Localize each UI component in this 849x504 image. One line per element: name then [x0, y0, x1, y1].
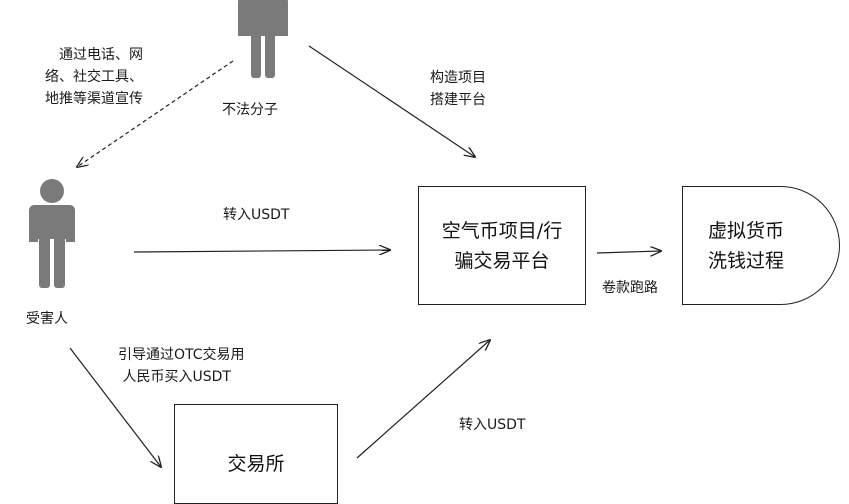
edge-label-victim-to-platform: 转入USDT: [223, 207, 290, 223]
arrow-criminal-to-victim: [77, 60, 234, 167]
platform-box-label: 空气币项目/行 骗交易平台: [441, 220, 563, 272]
arrow-victim-to-exchange: [69, 347, 161, 467]
victim-label: 受害人: [26, 311, 68, 327]
laundering-box-label: 虚拟货币 洗钱过程: [707, 220, 784, 272]
edge-label-criminal-to-platform: 构造项目 搭建平台: [430, 70, 486, 108]
edge-label-criminal-to-victim: 通过电话、网 络、社交工具、 地推等渠道宣传: [45, 47, 143, 107]
arrow-criminal-to-platform: [308, 45, 475, 157]
criminal-label: 不法分子: [222, 102, 278, 118]
platform-box: [418, 186, 586, 305]
laundering-box: [682, 186, 840, 305]
arrow-platform-to-laundering: [596, 251, 661, 253]
victim-person-icon: [29, 179, 75, 288]
criminal-person-icon: [238, 0, 288, 78]
arrow-exchange-to-platform: [356, 340, 490, 459]
edge-label-victim-to-exchange: 引导通过OTC交易用 人民币买入USDT: [118, 347, 245, 385]
exchange-box: [174, 404, 338, 504]
exchange-box-label: 交易所: [227, 453, 285, 475]
edge-label-exchange-to-platform: 转入USDT: [459, 417, 526, 433]
edge-label-platform-to-laundering: 卷款跑路: [602, 280, 658, 296]
arrow-victim-to-platform: [133, 250, 390, 252]
